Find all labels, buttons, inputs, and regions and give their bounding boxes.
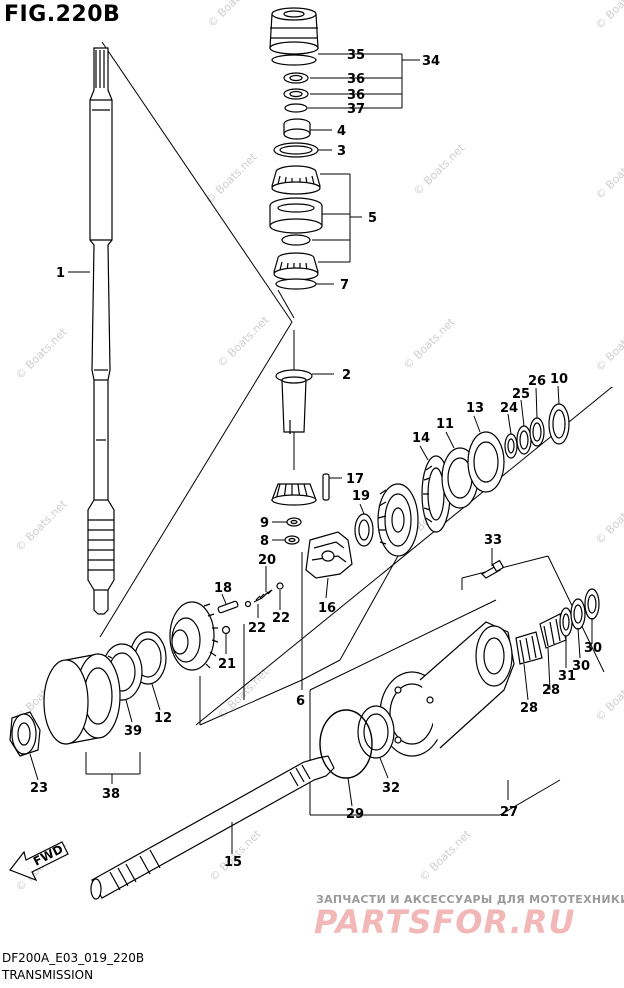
callout-19: 19 xyxy=(352,489,370,504)
callout-4: 4 xyxy=(337,124,346,139)
watermark: © Boats.net xyxy=(411,141,468,198)
callout-8: 8 xyxy=(260,534,269,549)
figure-title: FIG.220B xyxy=(4,2,121,27)
shift-plunger-parts xyxy=(217,582,284,635)
clutch-dog xyxy=(305,531,353,579)
diagram-code: DF200A_E03_019_220B xyxy=(2,951,145,965)
carrier-seal xyxy=(357,705,395,759)
callout-36: 36 xyxy=(347,88,365,103)
callout-28: 28 xyxy=(542,683,560,698)
guide-lines xyxy=(99,41,613,816)
watermark: © Boats.net xyxy=(203,150,260,207)
carrier-seals xyxy=(559,588,600,637)
upper-bearing-stack xyxy=(269,7,323,290)
callout-6: 6 xyxy=(296,694,305,709)
watermark: © Boats.net xyxy=(215,665,272,722)
callout-30: 30 xyxy=(584,641,602,656)
shim-part xyxy=(467,431,505,493)
bearing-housing xyxy=(43,653,121,745)
shaft-seal xyxy=(9,711,41,757)
watermark: © Boats.net xyxy=(593,490,624,547)
callout-1: 1 xyxy=(56,266,65,281)
watermark: © Boats.net xyxy=(205,0,262,30)
callout-7: 7 xyxy=(340,278,349,293)
callout-20: 20 xyxy=(258,553,276,568)
callout-35: 35 xyxy=(347,48,365,63)
watermark: © Boats.net xyxy=(13,497,70,554)
callout-5: 5 xyxy=(368,211,377,226)
callout-11: 11 xyxy=(436,417,454,432)
watermark: © Boats.net xyxy=(401,315,458,372)
callout-3: 3 xyxy=(337,144,346,159)
callout-27: 27 xyxy=(500,805,518,820)
pinion-gear xyxy=(271,483,317,506)
callout-17: 17 xyxy=(346,472,364,487)
callout-10: 10 xyxy=(550,372,568,387)
callout-9: 9 xyxy=(260,516,269,531)
callout-2: 2 xyxy=(342,368,351,383)
drive-shaft xyxy=(87,47,115,615)
callout-22: 22 xyxy=(272,611,290,626)
callout-13: 13 xyxy=(466,401,484,416)
callout-28: 28 xyxy=(520,701,538,716)
callout-25: 25 xyxy=(512,387,530,402)
bearing-rings xyxy=(504,403,570,459)
watermark: © Boats.net xyxy=(593,667,624,724)
callout-14: 14 xyxy=(412,431,430,446)
watermark: © Boats.net xyxy=(13,325,70,382)
callout-23: 23 xyxy=(30,781,48,796)
banner-logo: PARTSFOR.RU xyxy=(314,903,576,941)
callout-12: 12 xyxy=(154,711,172,726)
callout-16: 16 xyxy=(318,601,336,616)
needle-bearing xyxy=(515,613,567,665)
callout-34: 34 xyxy=(422,54,440,69)
carrier-bolt xyxy=(481,559,505,579)
forward-gear xyxy=(377,483,419,557)
callout-18: 18 xyxy=(214,581,232,596)
watermark: © Boats.net xyxy=(593,317,624,374)
callout-31: 31 xyxy=(558,669,576,684)
callout-39: 39 xyxy=(124,724,142,739)
callout-32: 32 xyxy=(382,781,400,796)
diagram-name: TRANSMISSION xyxy=(2,968,94,982)
callout-24: 24 xyxy=(500,401,518,416)
o-ring xyxy=(319,709,373,779)
callout-26: 26 xyxy=(528,374,546,389)
callout-labels: 1 2 3 4 5 6 7 8 9 10 11 12 13 14 15 16 1… xyxy=(30,48,602,870)
callout-22: 22 xyxy=(248,621,266,636)
callout-15: 15 xyxy=(224,855,242,870)
callout-29: 29 xyxy=(346,807,364,822)
callout-38: 38 xyxy=(102,787,120,802)
sleeve-part xyxy=(275,369,313,434)
callout-33: 33 xyxy=(484,533,502,548)
bush-part xyxy=(354,513,374,547)
bearing-carrier xyxy=(379,621,515,757)
callout-37: 37 xyxy=(347,102,365,117)
callout-21: 21 xyxy=(218,657,236,672)
reverse-gear xyxy=(169,601,219,671)
callout-36: 36 xyxy=(347,72,365,87)
pinion-nut-washer xyxy=(284,517,302,545)
propeller-shaft xyxy=(90,755,335,900)
banner-tagline: ЗАПЧАСТИ И АКСЕССУАРЫ ДЛЯ МОТОТЕХНИКИ xyxy=(316,893,624,906)
pin-part xyxy=(322,473,330,501)
leader-lines xyxy=(29,53,593,854)
watermark: © Boats.net xyxy=(215,313,272,370)
callout-30: 30 xyxy=(572,659,590,674)
watermark: © Boats.net xyxy=(593,145,624,202)
watermark: © Boats.net xyxy=(593,0,624,32)
watermark: © Boats.net xyxy=(417,827,474,884)
